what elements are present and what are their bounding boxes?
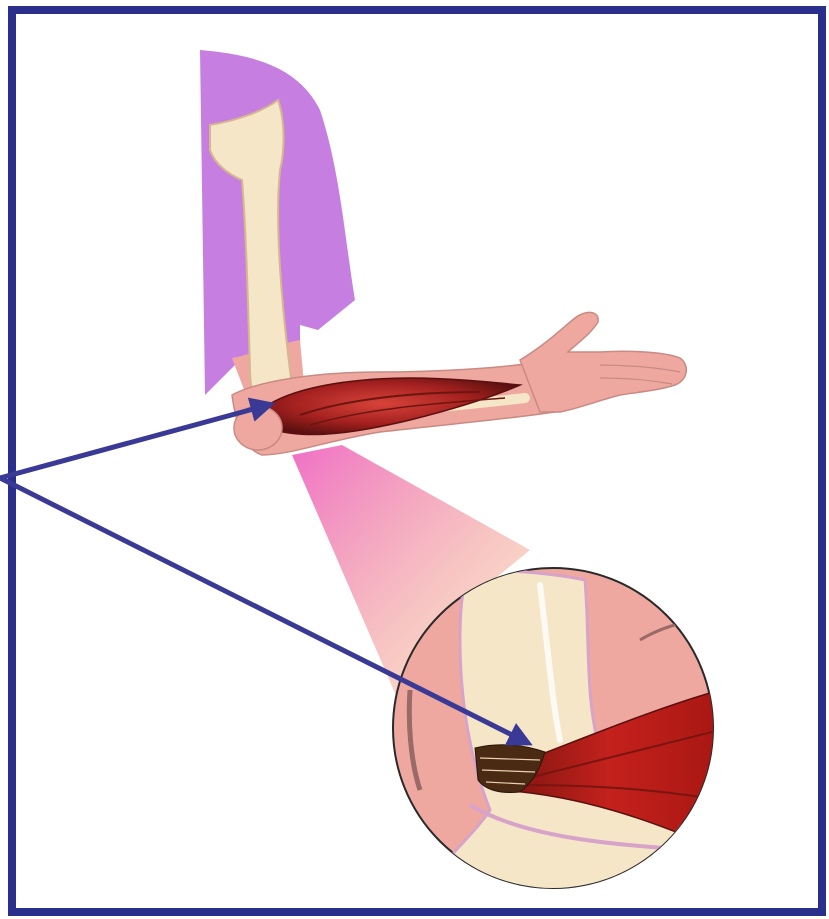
caption	[470, 898, 670, 918]
